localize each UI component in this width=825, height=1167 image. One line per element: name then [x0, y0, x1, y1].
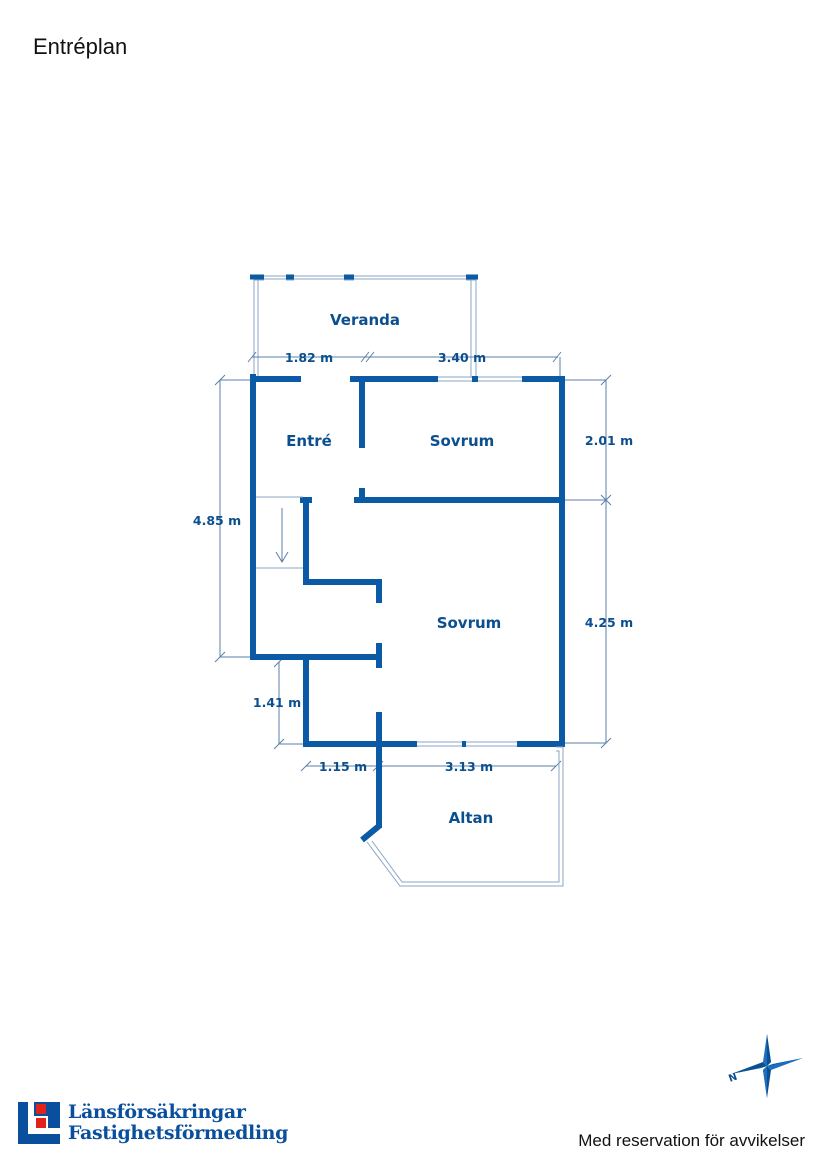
disclaimer-note: Med reservation för avvikelser: [578, 1131, 805, 1150]
room-label-sovrum-lower: Sovrum: [437, 614, 502, 632]
compass-rose-icon: N: [727, 1034, 803, 1098]
stairs: [256, 496, 303, 569]
dim-label-top-left: 1.82 m: [285, 350, 333, 365]
brand-name: Länsförsäkringar Fastighetsförmedling: [68, 1102, 288, 1144]
brand-line1: Länsförsäkringar: [68, 1101, 246, 1123]
brand-logo: Länsförsäkringar Fastighetsförmedling: [18, 1102, 288, 1144]
veranda-outline: [250, 273, 478, 378]
walls: [250, 374, 565, 843]
dim-label-right-upper: 2.01 m: [585, 433, 633, 448]
windows: [417, 376, 522, 747]
room-label-veranda: Veranda: [330, 311, 400, 329]
dim-label-top-right: 3.40 m: [438, 350, 486, 365]
brand-mark-icon: [18, 1102, 60, 1144]
compass-north-label: N: [727, 1072, 739, 1085]
room-label-altan: Altan: [449, 809, 494, 827]
dim-label-bottom-right: 3.13 m: [445, 759, 493, 774]
dim-label-left-height: 4.85 m: [193, 513, 241, 528]
dim-label-bottom-left: 1.15 m: [319, 759, 367, 774]
brand-line2: Fastighetsförmedling: [68, 1122, 288, 1144]
altan-outline: [366, 746, 564, 887]
room-label-entre: Entré: [286, 432, 332, 450]
dim-label-left-small: 1.41 m: [253, 695, 301, 710]
page-title: Entréplan: [33, 34, 128, 59]
room-label-sovrum-upper: Sovrum: [430, 432, 495, 450]
dim-label-right-lower: 4.25 m: [585, 615, 633, 630]
